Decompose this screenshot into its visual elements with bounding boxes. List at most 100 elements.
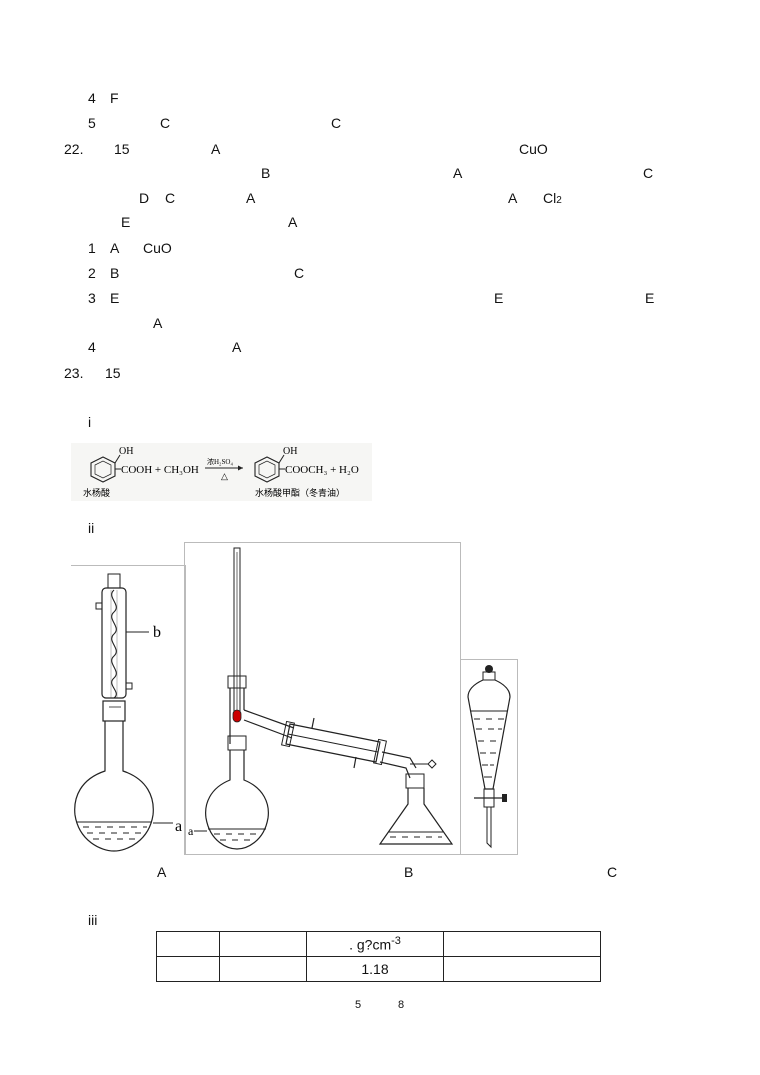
benzene-inner-ring	[258, 460, 276, 479]
oh-label: OH	[119, 446, 133, 457]
benzene-inner-ring	[94, 460, 112, 479]
density-header-cell: . g?cm-3	[306, 931, 444, 957]
liebig-condenser	[285, 723, 381, 763]
text-fragment: A	[288, 214, 298, 230]
table-cell	[156, 956, 220, 982]
density-value: 1.18	[306, 956, 444, 982]
water-outlet	[311, 717, 315, 729]
section-marker-iii: iii	[88, 912, 98, 928]
label-a: a	[188, 824, 194, 838]
text-fragment: C	[331, 115, 342, 131]
text-fragment: A	[508, 190, 518, 206]
oh-label: OH	[283, 446, 297, 457]
oh-bond	[278, 454, 285, 464]
funnel-diagram	[460, 659, 518, 855]
arrow-head	[238, 465, 243, 471]
label-a: a	[175, 818, 182, 835]
table-cell	[219, 956, 307, 982]
product-formula: COOCH₃ + H₂O	[285, 464, 359, 476]
caption-b: B	[404, 864, 414, 880]
table-header-row: . g?cm-3	[156, 931, 601, 957]
item-number: 5	[88, 115, 96, 131]
apparatus-b-distillation: a	[184, 542, 461, 855]
formula-cl2: Cl2	[543, 190, 562, 209]
reactant-formula: COOH + CH₃OH	[121, 464, 199, 476]
ground-joint	[102, 700, 126, 722]
caption-a: A	[157, 864, 167, 880]
liquid-dashes	[83, 826, 147, 840]
thermometer-bulb	[232, 709, 242, 723]
text-fragment: F	[110, 90, 119, 106]
text-fragment: C	[643, 165, 654, 181]
label-b: b	[153, 624, 161, 641]
ground-joint	[227, 735, 247, 751]
table-cell	[219, 931, 307, 957]
funnel-stem	[486, 807, 492, 849]
apparatus-a-reflux: b a	[71, 565, 186, 855]
text-fragment: B	[110, 265, 120, 281]
item-number: 2	[88, 265, 96, 281]
distilling-flask	[205, 750, 269, 850]
reflux-diagram: b a	[71, 565, 186, 855]
round-bottom-flask	[74, 721, 154, 852]
distillation-diagram: a	[184, 542, 461, 855]
item-number: 3	[88, 290, 96, 306]
text-fragment: A	[211, 141, 221, 157]
benzene-ring	[254, 456, 280, 483]
unit-exponent: -3	[391, 935, 401, 948]
score: 15	[114, 141, 130, 157]
formula-cl: Cl	[543, 190, 557, 206]
question-number: 22.	[64, 141, 84, 157]
text-fragment: A	[246, 190, 256, 206]
funnel-stopper	[485, 665, 493, 673]
inner-tube	[110, 590, 118, 698]
liquid-dashes	[214, 833, 256, 841]
text-fragment: E	[645, 290, 655, 306]
stopper	[405, 773, 425, 789]
question-number: 23.	[64, 365, 84, 381]
adapter	[379, 751, 417, 779]
product-name: 水杨酸甲酯（冬青油）	[255, 487, 345, 498]
oh-bond	[114, 454, 121, 464]
condenser-jacket	[101, 587, 127, 699]
density-unit: . g?cm	[349, 936, 392, 953]
formula-subscript: 2	[556, 195, 562, 206]
text-fragment: A	[153, 315, 163, 331]
stopper	[107, 573, 121, 589]
item-number: 4	[88, 90, 96, 106]
text-fragment: A	[232, 339, 242, 355]
text-fragment: D	[139, 190, 150, 206]
water-outlet	[95, 602, 103, 610]
page-total: 8	[398, 999, 405, 1011]
text-fragment: CuO	[519, 141, 548, 157]
figure-border	[460, 659, 518, 855]
stopcock-knob	[502, 794, 507, 802]
table-cell	[156, 931, 220, 957]
stopper	[227, 675, 247, 689]
item-number: 1	[88, 240, 96, 256]
text-fragment: E	[121, 214, 131, 230]
figure-border	[184, 542, 461, 855]
table-row: 1.18	[156, 956, 601, 982]
text-fragment: C	[294, 265, 305, 281]
water-inlet	[353, 756, 357, 769]
text-fragment: A	[110, 240, 120, 256]
text-fragment: C	[165, 190, 176, 206]
score: 15	[105, 365, 121, 381]
text-fragment: E	[110, 290, 120, 306]
text-fragment: A	[453, 165, 463, 181]
erlenmeyer-flask	[378, 788, 454, 845]
reactant-name: 水杨酸	[83, 487, 110, 498]
text-fragment: CuO	[143, 240, 172, 256]
apparatus-c-separatory-funnel	[460, 659, 518, 855]
text-fragment: E	[494, 290, 504, 306]
page-number: 5	[355, 999, 362, 1011]
water-inlet	[125, 682, 133, 690]
section-marker-ii: ii	[88, 520, 95, 536]
table-cell	[443, 931, 601, 957]
reaction-condition: 浓H₂SO₄	[207, 457, 233, 466]
benzene-ring	[90, 456, 116, 483]
property-table: . g?cm-3 1.18	[156, 931, 601, 982]
liquid-dashes	[474, 718, 504, 778]
vent-tube	[410, 759, 437, 769]
